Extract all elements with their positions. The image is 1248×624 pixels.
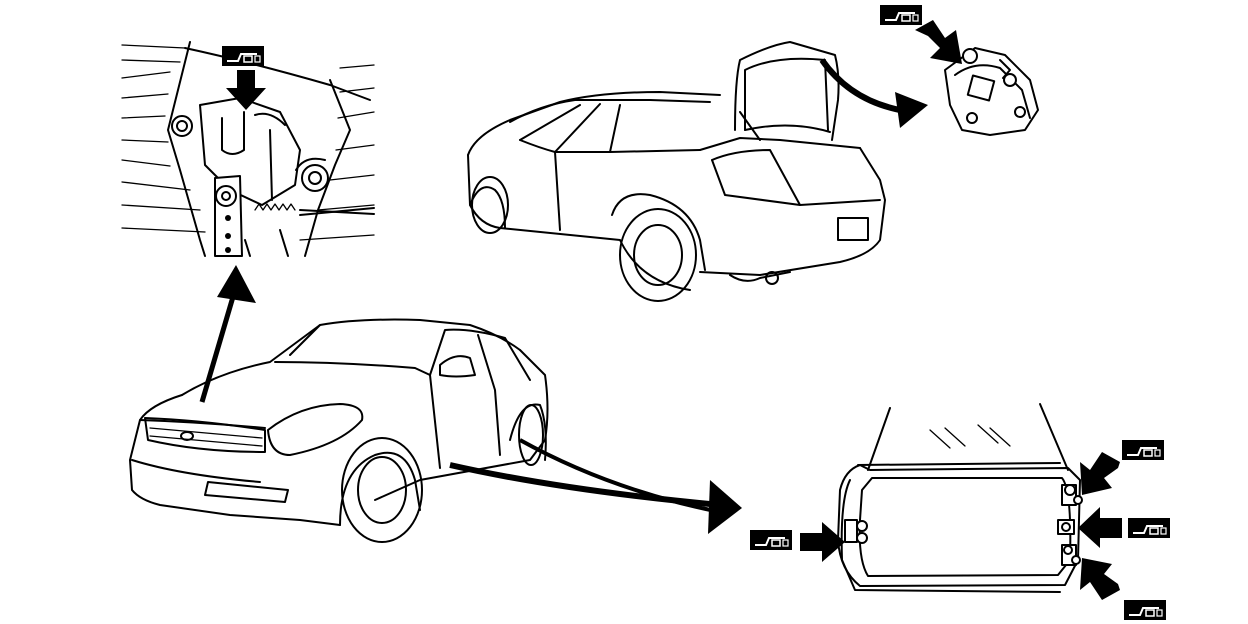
hood-lock-view	[121, 41, 375, 257]
arrow-down-right-icon	[915, 20, 962, 64]
lubricate-symbol	[879, 4, 923, 26]
pointer-arrow-hood	[199, 265, 256, 403]
door-hinge-view	[749, 403, 1171, 621]
lubricate-symbol	[221, 45, 265, 67]
pointer-arrow-door	[449, 438, 742, 534]
arrow-up-left-icon	[1080, 558, 1120, 600]
arrow-down-icon	[226, 70, 266, 110]
arrow-right-icon	[800, 522, 845, 562]
arrow-down-left-icon	[1080, 452, 1120, 495]
rear-car-view	[467, 41, 886, 302]
lubricate-symbol	[749, 529, 793, 551]
lubricate-symbol	[1121, 439, 1165, 461]
lubricate-symbol	[1123, 599, 1167, 621]
lubricate-symbol	[1127, 517, 1171, 539]
front-car-view	[129, 318, 549, 543]
trunk-hinge-view	[879, 4, 1039, 136]
pointer-arrow-trunk	[819, 58, 928, 128]
arrow-left-icon	[1078, 507, 1122, 548]
